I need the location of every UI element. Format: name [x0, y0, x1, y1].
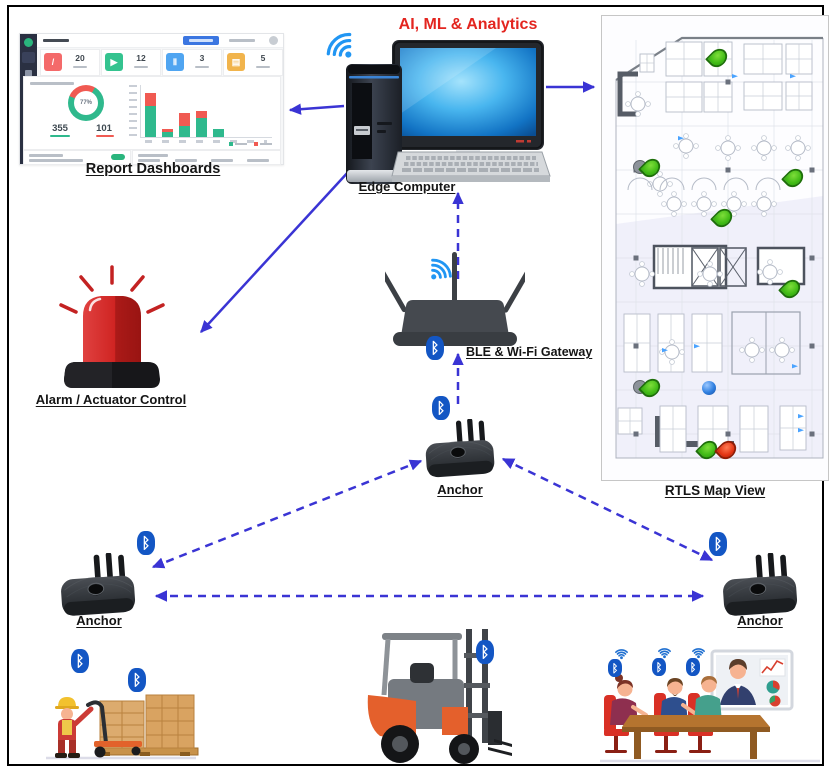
wifi-icon-person1: [615, 649, 628, 660]
asset-marker-green: [781, 165, 808, 191]
chart-legend: [229, 142, 272, 146]
bluetooth-icon-anchor-right: ᛒ: [709, 532, 727, 556]
gateway-label: BLE & Wi-Fi Gateway: [466, 345, 593, 359]
stat-value: 20: [75, 53, 85, 63]
donut-chart: 77%: [68, 85, 104, 121]
asset-marker-green: [705, 45, 731, 71]
meeting-table: [622, 715, 770, 727]
bar: [196, 111, 207, 137]
asset-marker-green: [633, 154, 664, 181]
dashboard-nav-active: [22, 52, 35, 63]
total-left-value: 355: [52, 123, 68, 134]
bluetooth-icon-worker: ᛒ: [71, 649, 89, 673]
bluetooth-icon-anchor-center: ᛒ: [432, 396, 450, 420]
rtls-map-panel: [601, 15, 829, 481]
wifi-icon-person3: [692, 648, 705, 659]
floor-plan: [615, 36, 824, 459]
asset-marker-red: [714, 437, 740, 463]
bluetooth-icon-person1: ᛒ: [608, 659, 622, 677]
alarm-siren: [59, 265, 165, 388]
bluetooth-icon-person2: ᛒ: [652, 658, 666, 676]
computer-tower: [346, 64, 402, 184]
forklift: [367, 629, 512, 764]
stat-value: 3: [199, 53, 205, 63]
bar: [213, 129, 224, 137]
report-dashboards-label: Report Dashboards: [85, 161, 221, 177]
alarm-label: Alarm / Actuator Control: [35, 392, 187, 407]
stat-card: Ⅱ 3: [162, 49, 222, 76]
total-right-value: 101: [96, 123, 112, 134]
stat-icon: Ⅱ: [166, 53, 184, 71]
wifi-icon-edge: [326, 32, 352, 58]
asset-marker-green: [778, 276, 805, 302]
edge-computer-label: Edge Computer: [358, 179, 456, 194]
anchor-device-right: [720, 553, 799, 618]
dashboard-topbar: [37, 34, 283, 48]
dashboard-avatar: [269, 36, 278, 45]
stat-icon: /: [44, 53, 62, 71]
anchor-left-label: Anchor: [76, 613, 122, 628]
stat-icon: ▶: [105, 53, 123, 71]
worker: [55, 697, 94, 758]
dashboard-table-right: [132, 150, 281, 165]
monitor: [392, 40, 544, 176]
dashboard-nav-icon: [25, 70, 32, 77]
donut-center-value: 77%: [79, 100, 92, 106]
bluetooth-icon-gateway: ᛒ: [426, 336, 444, 360]
asset-marker-green: [710, 205, 736, 231]
asset-marker-green: [633, 374, 664, 401]
dashboard-table-left: [23, 150, 131, 165]
gateway-router: [385, 252, 525, 346]
bluetooth-icon-pallet: ᛒ: [128, 668, 146, 692]
anchor-device-left: [58, 553, 137, 618]
stat-card: ▶ 12: [101, 49, 161, 76]
dashboard-logo-icon: [24, 38, 33, 47]
keyboard: [391, 151, 551, 182]
report-dashboard-panel: / 20 ▶ 12 Ⅱ 3 ▤ 5 77% 355 101: [19, 33, 284, 165]
diagram-title: AI, ML & Analytics: [398, 16, 538, 33]
rtls-map-label: RTLS Map View: [664, 483, 766, 498]
bluetooth-icon-forklift: ᛒ: [476, 640, 494, 664]
bar: [145, 93, 156, 137]
stat-value: 5: [260, 53, 266, 63]
anchor-center-label: Anchor: [437, 482, 483, 497]
meeting-room-scene: [600, 649, 820, 763]
stat-card: / 20: [40, 49, 100, 76]
stat-icon: ▤: [227, 53, 245, 71]
dashboard-blue-button: [183, 36, 219, 45]
wifi-icon-person2: [658, 648, 671, 659]
bluetooth-icon-anchor-left: ᛒ: [137, 531, 155, 555]
worker-pallet-scene: [46, 694, 199, 760]
edge-computer-device: [346, 40, 551, 184]
stat-card: ▤ 5: [223, 49, 283, 76]
bar: [179, 113, 190, 137]
dashboard-chart-panel: 77% 355 101: [23, 76, 281, 150]
stacked-bar-chart: [145, 85, 224, 137]
alarm-dome: [83, 296, 141, 362]
stat-value: 12: [136, 53, 146, 63]
bluetooth-icon-person3: ᛒ: [686, 658, 700, 676]
wifi-icon-gateway: [431, 258, 452, 280]
anchor-device-center: [422, 419, 496, 479]
presentation-screen: [710, 649, 794, 711]
asset-marker-green: [695, 437, 721, 463]
asset-marker-blue: [699, 379, 719, 397]
pallet-jack: [86, 700, 142, 758]
anchor-right-label: Anchor: [737, 613, 783, 628]
alarm-rays: [59, 265, 165, 314]
bar: [162, 129, 173, 137]
